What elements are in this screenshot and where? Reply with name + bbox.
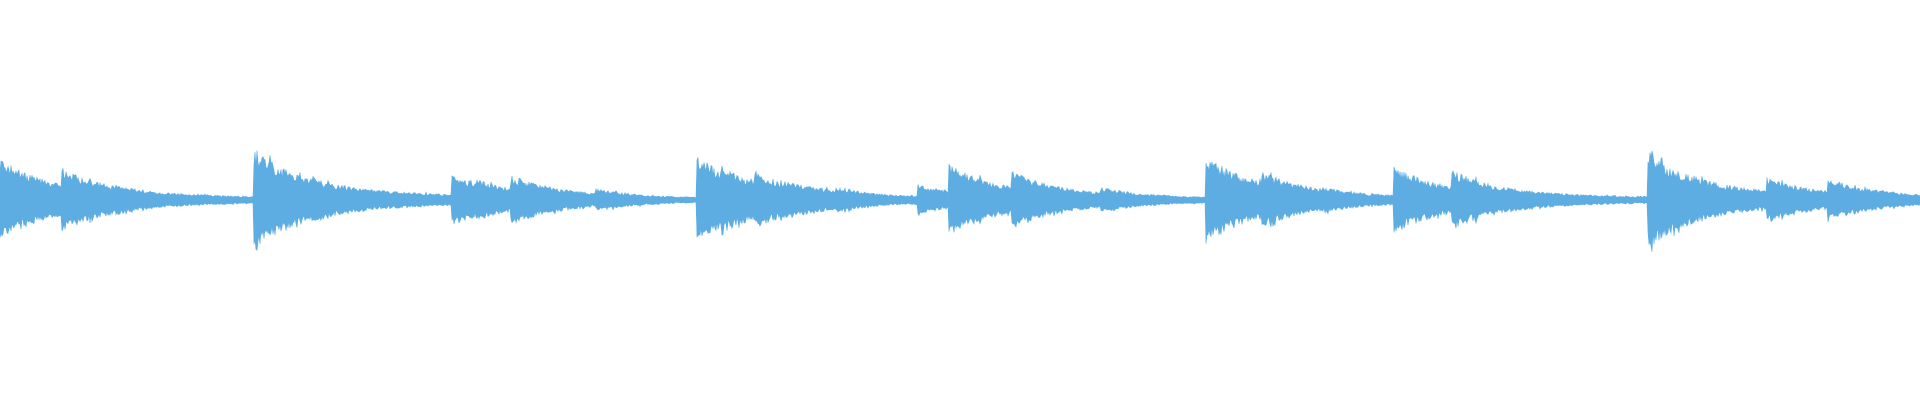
waveform-path <box>0 150 1920 252</box>
